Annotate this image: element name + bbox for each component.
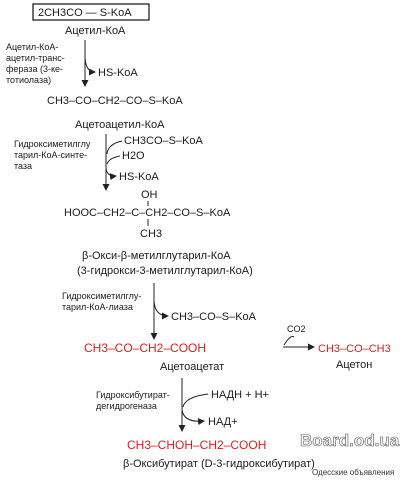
acetone-name: Ацетон [336, 359, 372, 371]
arrow2-in-water [106, 155, 121, 165]
nadh: НАДН + H+ [211, 389, 269, 401]
start-formula: 2CH3CO — S-KoA [38, 7, 132, 19]
watermark-text: Board.od.ua [300, 431, 400, 450]
acetoacetate-name: Ацетоацетат [160, 361, 224, 373]
enzyme2-line1: Гидроксиметилглу [14, 139, 91, 149]
enzyme4-line1: Гидроксибутират- [96, 390, 170, 400]
arrow2-in [106, 140, 123, 155]
hmg-formula: HOOC–CH2–C–CH2–CO–S–KoA [64, 207, 231, 219]
hydroxybutyrate-formula: CH3–CHOH–CH2–COOH [127, 438, 266, 452]
enzyme1-line1: Ацетил-КоА- [6, 42, 58, 52]
acetyl-coa-out: CH3–CO–S–KoA [171, 311, 257, 323]
hmg-ch3: CH3 [140, 228, 162, 240]
enzyme2-line3: таза [14, 161, 32, 171]
enzyme3-line2: тарил-КоА-лиаза [62, 302, 133, 312]
enzyme1-line3: фераза (3-ке- [6, 64, 63, 74]
acetone-formula: CH3–CO–CH3 [318, 343, 391, 355]
hmg-name-2: (3-гидрокси-3-метилглутарил-КоА) [77, 265, 253, 277]
arrow-co2 [283, 335, 295, 346]
arrow1-branch [84, 57, 96, 76]
hs-coa-2: HS-KoA [119, 171, 159, 183]
acetoacetyl-formula: CH3–CO–CH2–CO–S–KoA [47, 95, 183, 107]
water: H2O [122, 150, 145, 162]
enzyme1-line4: тотиолаза) [6, 75, 51, 85]
hs-coa-1: HS-KoA [98, 67, 138, 79]
arrow4-in [182, 393, 209, 408]
enzyme3-line1: Гидроксиметилглу- [62, 291, 141, 301]
acetyl-coa-name: Ацетил-КоА [65, 25, 126, 37]
start-box [32, 3, 150, 21]
acetyl-coa-in: CH3CO–S–KoA [124, 135, 204, 147]
acetoacetyl-name: Ацетоацетил-КоА [75, 119, 165, 131]
arrow3-branch [153, 300, 169, 320]
enzyme4-line2: дегидрогеназа [96, 401, 157, 411]
hydroxybutyrate-name: β-Оксибутират (D-3-гидроксибутират) [123, 458, 315, 470]
arrow4-out [181, 409, 205, 426]
co2: CO2 [287, 324, 306, 334]
enzyme1-line2: ацетил-транс- [6, 53, 65, 63]
acetoacetate-formula: CH3–CO–CH2–COOH [84, 341, 206, 355]
hmg-oh: OH [141, 189, 158, 201]
enzyme2-line2: тарил-КоА-синте- [14, 150, 87, 160]
watermark-subtitle: Одесские объявления [312, 468, 394, 477]
hmg-name-1: β-Окси-β-метилглутарил-КоА [82, 250, 231, 262]
nad: НАД+ [208, 416, 238, 428]
arrow2-out [105, 167, 117, 181]
